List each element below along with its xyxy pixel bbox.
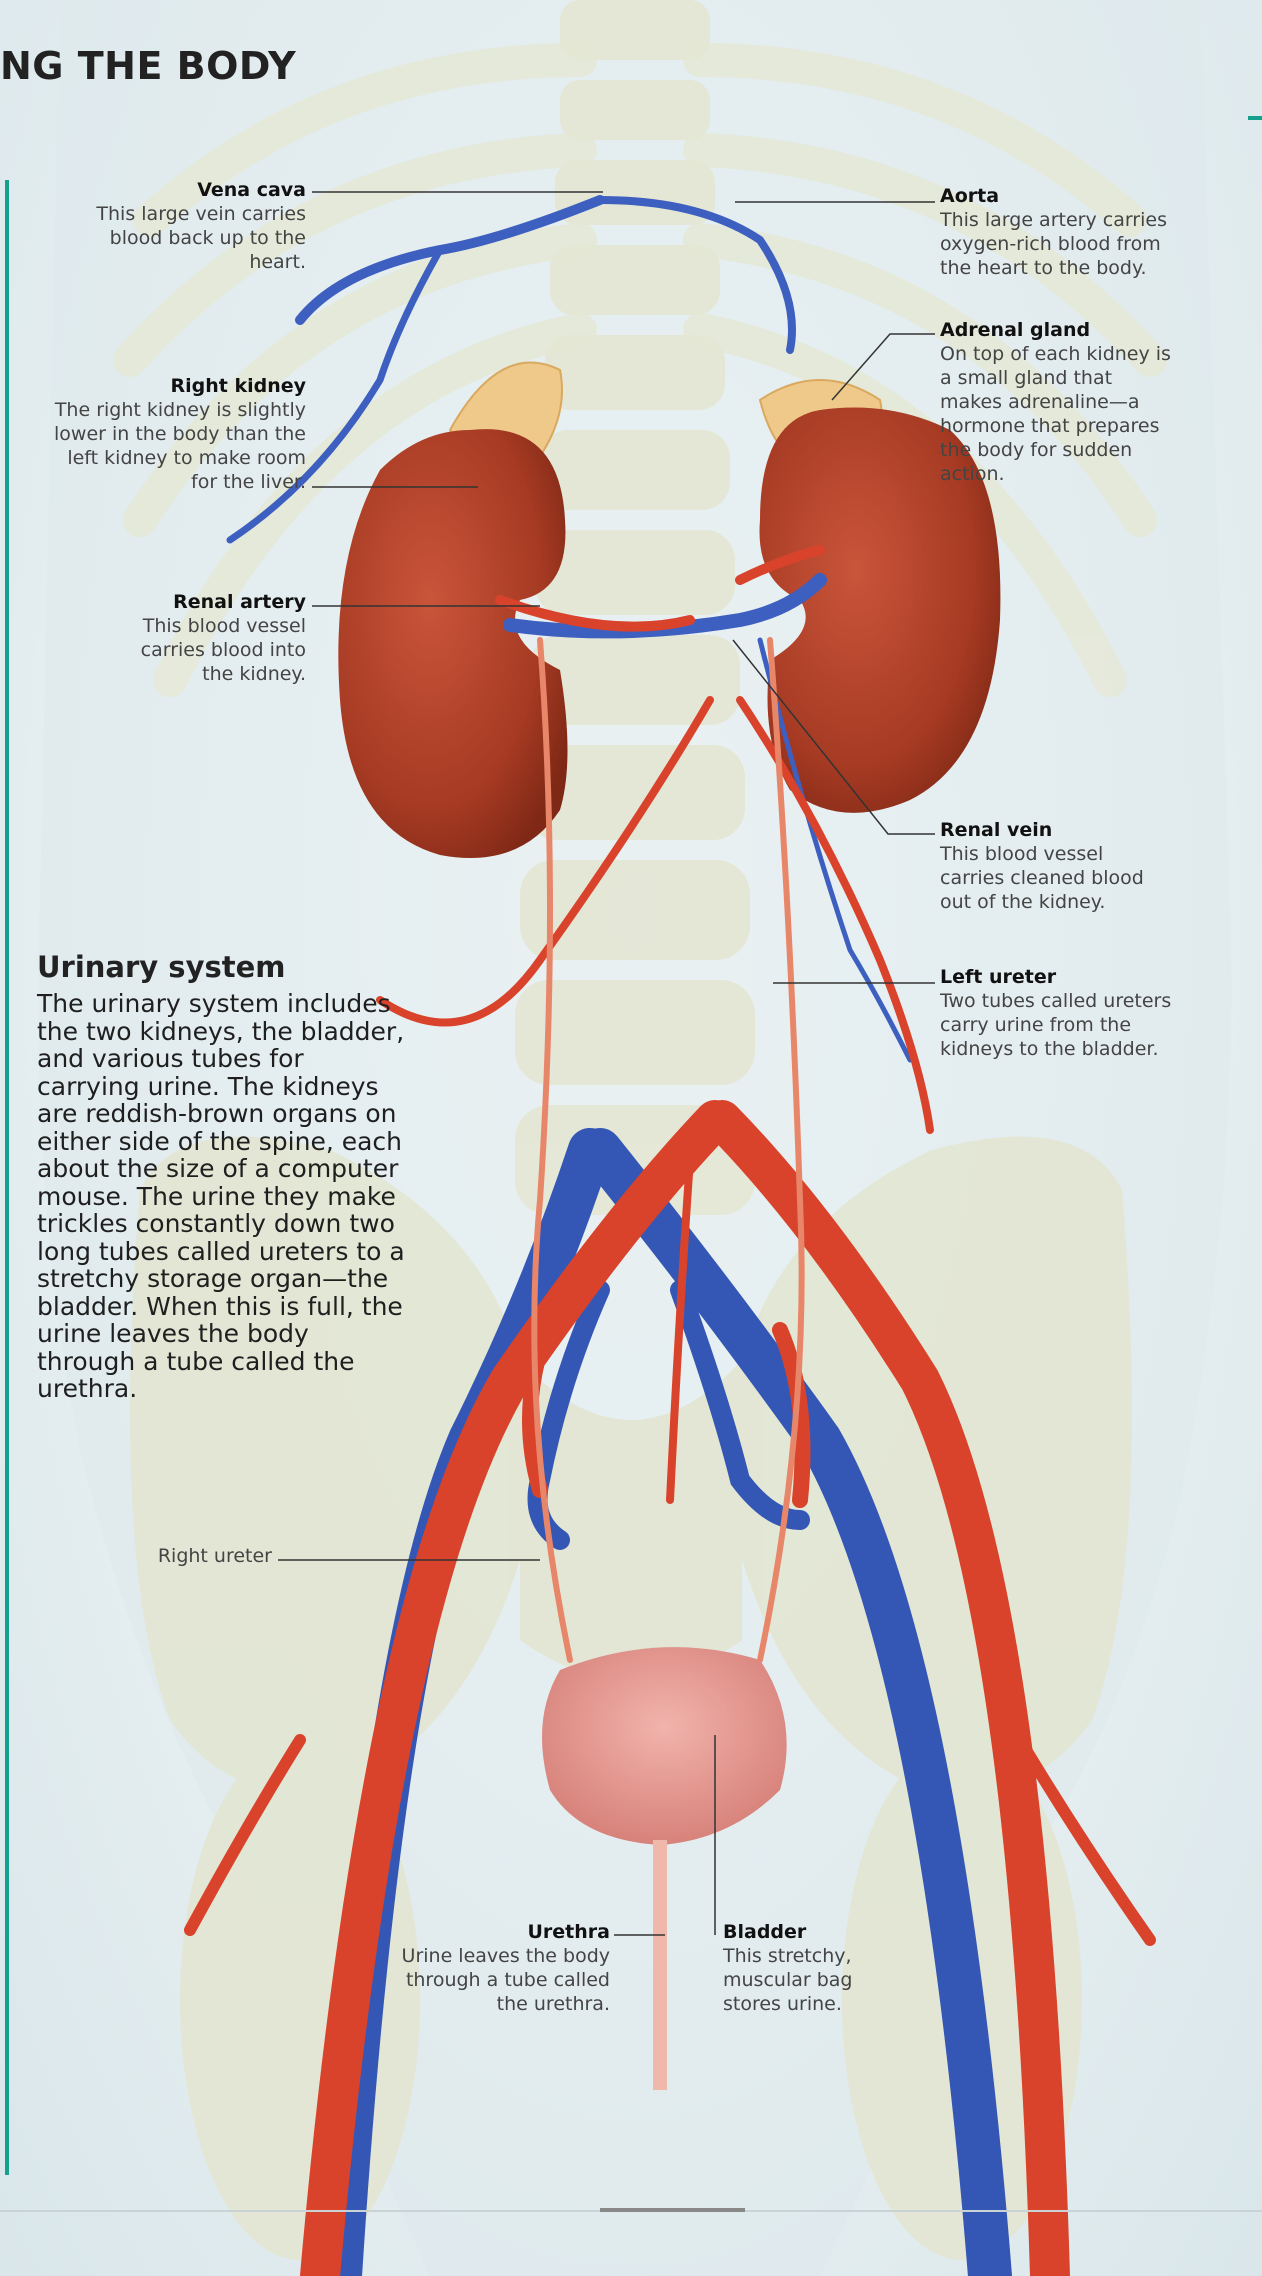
- label-heading: Vena cava: [60, 178, 306, 202]
- label-heading: Bladder: [723, 1920, 893, 1944]
- label-aorta: Aorta This large artery carries oxygen-r…: [940, 184, 1180, 280]
- page-title: NG THE BODY: [0, 44, 296, 88]
- label-heading: Aorta: [940, 184, 1180, 208]
- label-right-ureter: Right ureter: [100, 1544, 272, 1568]
- right-accent-tab: [1248, 116, 1262, 120]
- side-accent-rule: [5, 180, 9, 2175]
- label-heading: Urethra: [400, 1920, 610, 1944]
- label-vena-cava: Vena cava This large vein carries blood …: [60, 178, 306, 274]
- label-body: Two tubes called ureters carry urine fro…: [940, 990, 1171, 1060]
- textbox-body: The urinary system includes the two kidn…: [37, 990, 407, 1403]
- label-body: This blood vessel carries blood into the…: [141, 615, 306, 685]
- label-urethra: Urethra Urine leaves the body through a …: [400, 1920, 610, 2016]
- label-renal-vein: Renal vein This blood vessel carries cle…: [940, 818, 1160, 914]
- label-left-ureter: Left ureter Two tubes called ureters car…: [940, 965, 1180, 1061]
- label-heading: Renal vein: [940, 818, 1160, 842]
- label-body: Urine leaves the body through a tube cal…: [402, 1945, 610, 2015]
- label-heading: Right ureter: [158, 1545, 272, 1567]
- label-right-kidney: Right kidney The right kidney is slightl…: [40, 374, 306, 494]
- label-heading: Left ureter: [940, 965, 1180, 989]
- label-heading: Adrenal gland: [940, 318, 1180, 342]
- label-body: This large artery carries oxygen-rich bl…: [940, 209, 1167, 279]
- footer-mark: [600, 2208, 745, 2212]
- label-bladder: Bladder This stretchy, muscular bag stor…: [723, 1920, 893, 2016]
- label-adrenal-gland: Adrenal gland On top of each kidney is a…: [940, 318, 1180, 486]
- label-body: This blood vessel carries cleaned blood …: [940, 843, 1144, 913]
- label-body: The right kidney is slightly lower in th…: [54, 399, 306, 493]
- label-body: This large vein carries blood back up to…: [96, 203, 306, 273]
- label-renal-artery: Renal artery This blood vessel carries b…: [120, 590, 306, 686]
- label-heading: Right kidney: [40, 374, 306, 398]
- textbox-heading: Urinary system: [37, 950, 285, 984]
- label-body: This stretchy, muscular bag stores urine…: [723, 1945, 852, 2015]
- label-body: On top of each kidney is a small gland t…: [940, 343, 1171, 485]
- label-heading: Renal artery: [120, 590, 306, 614]
